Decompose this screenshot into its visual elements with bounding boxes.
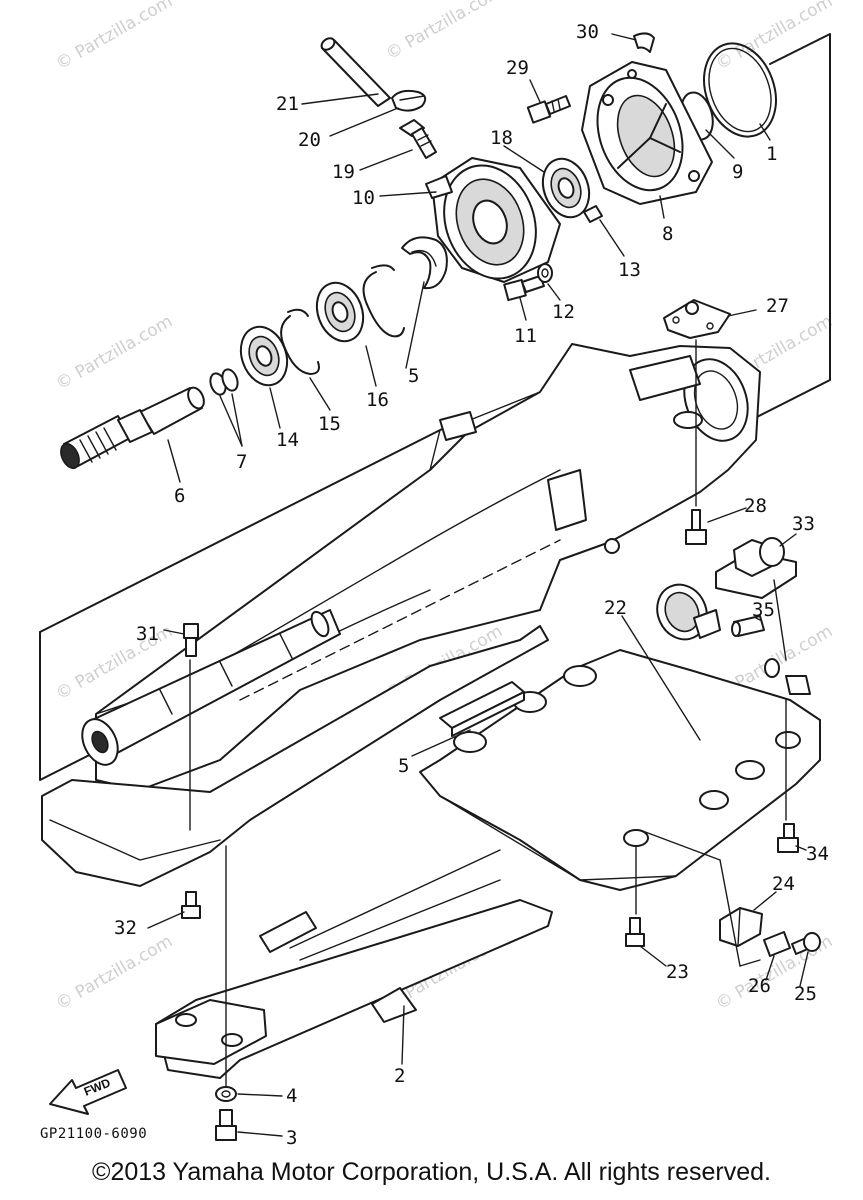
callout-10: 10 <box>352 187 375 209</box>
callout-12: 12 <box>552 301 575 323</box>
callout-28: 28 <box>744 495 767 517</box>
sensor-body <box>656 583 721 641</box>
washer-4 <box>215 1086 237 1102</box>
callout-6: 6 <box>174 485 185 507</box>
pin-21 <box>320 37 391 107</box>
bolt-29 <box>526 95 571 124</box>
fitting-right <box>764 658 811 695</box>
callout-14: 14 <box>276 429 299 451</box>
leader-lines <box>147 33 809 1137</box>
duct-plate-large <box>41 625 549 887</box>
callout-27: 27 <box>766 295 789 317</box>
bracket-24 <box>719 907 763 947</box>
washer-12 <box>537 263 553 283</box>
callout-13: 13 <box>618 259 641 281</box>
pin-13 <box>583 205 603 223</box>
copyright-notice: ©2013 Yamaha Motor Corporation, U.S.A. A… <box>92 1158 771 1186</box>
bolt-32 <box>181 891 201 919</box>
callout-11: 11 <box>514 325 537 347</box>
callout-29: 29 <box>506 57 529 79</box>
watermark: © Partzilla.com <box>53 931 177 1014</box>
callout-7: 7 <box>236 451 247 473</box>
callout-3: 3 <box>286 1127 297 1149</box>
callout-9: 9 <box>732 161 743 183</box>
callout-31: 31 <box>136 623 159 645</box>
bolt-31 <box>183 623 199 657</box>
bolt-34 <box>777 823 799 853</box>
spacer-5 <box>439 681 525 737</box>
bolt-25 <box>791 932 821 955</box>
bearing-18 <box>541 157 591 219</box>
bearing-14 <box>239 325 289 387</box>
callout-1: 1 <box>766 143 777 165</box>
fwd-arrow-icon: FWD <box>49 1069 127 1115</box>
callout-18: 18 <box>490 127 513 149</box>
watermark: © Partzilla.com <box>53 311 177 394</box>
assembly-guide-lines <box>189 339 787 1087</box>
callout-4: 4 <box>286 1085 297 1107</box>
watermark: © Partzilla.com <box>53 0 177 74</box>
callout-5-upper: 5 <box>408 365 419 387</box>
drawing-code: GP21100-6090 <box>40 1126 147 1142</box>
callout-25: 25 <box>794 983 817 1005</box>
callout-32: 32 <box>114 917 137 939</box>
callout-2: 2 <box>394 1065 405 1087</box>
circlip-upper <box>362 264 405 338</box>
callout-labels: 1 2 3 4 5 5 6 7 8 9 10 11 12 13 14 15 16… <box>114 21 829 1149</box>
callout-8: 8 <box>662 223 673 245</box>
drive-shaft-tube <box>81 609 341 766</box>
collar-5-upper <box>401 236 448 290</box>
callout-33: 33 <box>792 513 815 535</box>
exploded-view-frame <box>39 33 831 781</box>
callout-5: 5 <box>398 755 409 777</box>
callout-15: 15 <box>318 413 341 435</box>
callout-20: 20 <box>298 129 321 151</box>
callout-35: 35 <box>752 599 775 621</box>
callout-21: 21 <box>276 93 299 115</box>
watermark: © Partzilla.com <box>713 0 837 74</box>
plate-27 <box>663 299 731 339</box>
bolt-23 <box>625 917 645 947</box>
plate-26 <box>763 931 791 957</box>
callout-30: 30 <box>576 21 599 43</box>
bolt-11 <box>503 275 545 302</box>
callout-19: 19 <box>332 161 355 183</box>
bolt-28 <box>685 509 707 545</box>
dashed-center-line <box>239 539 561 701</box>
housing-10 <box>425 157 561 283</box>
ride-plate-22 <box>419 649 821 891</box>
clip-30 <box>633 32 655 53</box>
block-lower <box>155 999 267 1065</box>
bracket-33 <box>715 537 797 599</box>
o-rings-7 <box>209 368 239 396</box>
cover-8 <box>581 61 713 205</box>
callout-24: 24 <box>772 873 795 895</box>
callout-26: 26 <box>748 975 771 997</box>
watermark: © Partzilla.com <box>383 0 507 64</box>
callout-16: 16 <box>366 389 389 411</box>
bolt-19 <box>399 119 437 159</box>
bolt-3 <box>215 1109 237 1141</box>
bearing-16 <box>315 281 365 343</box>
callout-22: 22 <box>604 597 627 619</box>
pin-35 <box>731 615 765 637</box>
shaft-6 <box>60 386 205 470</box>
clip-20 <box>391 89 427 112</box>
callout-23: 23 <box>666 961 689 983</box>
callout-34: 34 <box>806 843 829 865</box>
circlip-15 <box>280 308 320 375</box>
